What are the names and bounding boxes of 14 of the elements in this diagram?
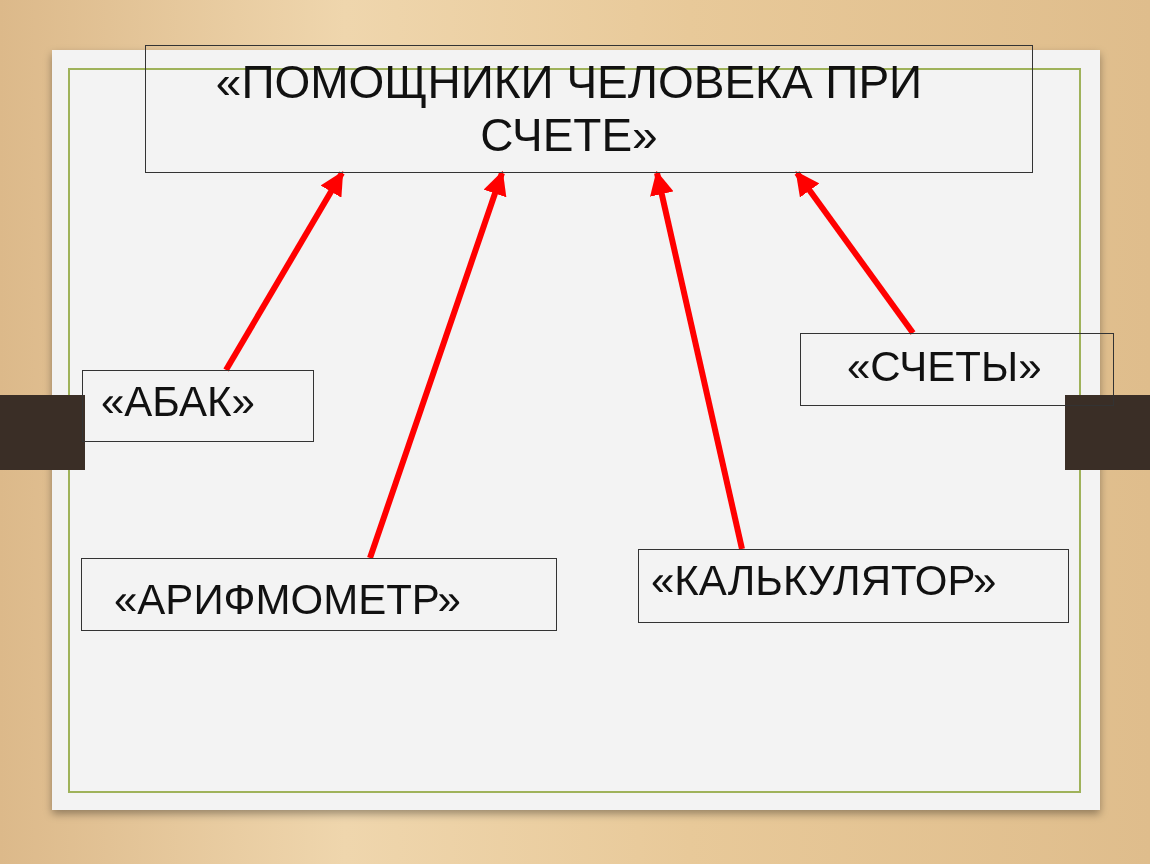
node-text: «АРИФМОМЕТР»: [114, 576, 461, 625]
title-text: «ПОМОЩНИКИ ЧЕЛОВЕКА ПРИ СЧЕТЕ»: [214, 56, 924, 162]
label-box: [800, 333, 1114, 406]
title-box: [145, 45, 1033, 173]
arrow: [650, 170, 745, 550]
arrow: [367, 170, 507, 559]
node-text: «КАЛЬКУЛЯТОР»: [651, 556, 997, 606]
node-text: «СЧЕТЫ»: [847, 343, 1042, 392]
label-box: [81, 558, 557, 631]
arrow: [794, 171, 916, 335]
arrow: [223, 170, 345, 372]
label-box: [638, 549, 1069, 623]
node-text: «АБАК»: [101, 377, 255, 427]
label-box: [82, 370, 314, 442]
